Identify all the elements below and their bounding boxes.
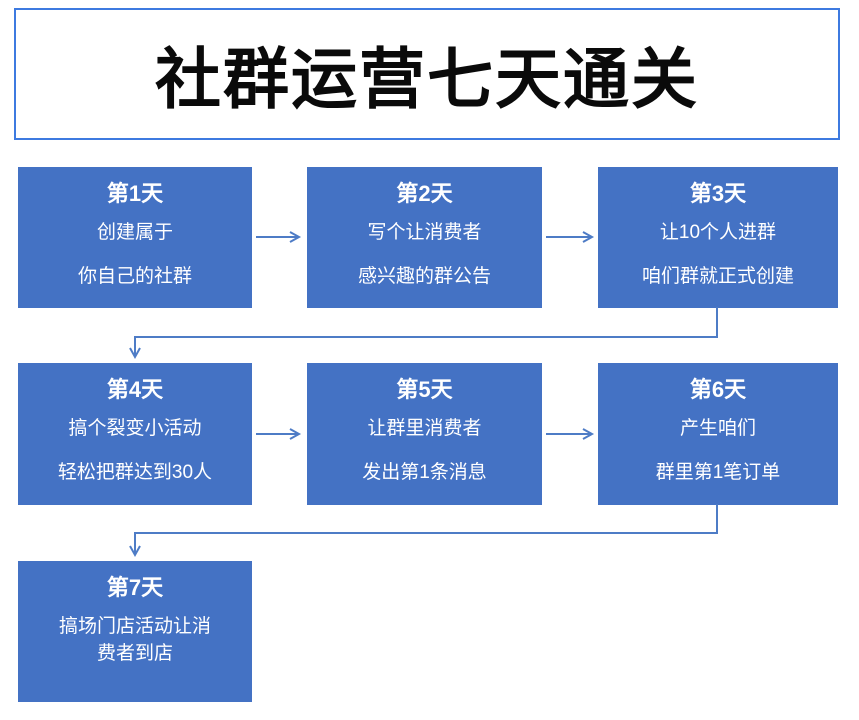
diagram-title-box: 社群运营七天通关	[14, 8, 840, 140]
day-box-7: 第7天 搞场门店活动让消 费者到店	[18, 561, 252, 702]
day-5-heading: 第5天	[396, 377, 453, 402]
diagram-title: 社群运营七天通关	[155, 42, 699, 116]
day-1-line-2: 你自己的社群	[77, 266, 192, 287]
day-6-heading: 第6天	[689, 377, 747, 402]
day-2-line-1: 写个让消费者	[367, 222, 482, 243]
day-2-heading: 第2天	[396, 181, 453, 206]
day-2-line-2: 感兴趣的群公告	[357, 266, 491, 287]
day-box-5: 第5天 让群里消费者 发出第1条消息	[307, 363, 542, 505]
day-3-line-1: 让10个人进群	[659, 222, 777, 243]
flow-connector-6-7	[129, 504, 718, 558]
day-7-line-1: 搞场门店活动让消	[58, 616, 211, 637]
day-7-body: 搞场门店活动让消 费者到店	[59, 613, 211, 667]
day-box-4: 第4天 搞个裂变小活动 轻松把群达到30人	[18, 363, 252, 505]
day-6-line-2: 群里第1笔订单	[655, 462, 781, 483]
day-box-1: 第1天 创建属于 你自己的社群	[18, 167, 252, 308]
day-4-line-2: 轻松把群达到30人	[57, 462, 213, 483]
day-1-heading: 第1天	[106, 181, 164, 206]
day-5-line-2: 发出第1条消息	[362, 462, 487, 483]
day-5-line-1: 让群里消费者	[367, 418, 482, 439]
flow-connector-3-4	[129, 307, 718, 360]
day-7-line-2: 费者到店	[96, 643, 173, 664]
day-1-line-1: 创建属于	[96, 222, 173, 243]
day-7-heading: 第7天	[106, 575, 164, 600]
day-4-line-1: 搞个裂变小活动	[68, 418, 202, 439]
day-6-line-1: 产生咱们	[679, 418, 756, 439]
day-3-line-2: 咱们群就正式创建	[641, 266, 794, 287]
day-box-3: 第3天 让10个人进群 咱们群就正式创建	[598, 167, 838, 308]
day-box-6: 第6天 产生咱们 群里第1笔订单	[598, 363, 838, 505]
day-3-heading: 第3天	[689, 181, 747, 206]
day-4-heading: 第4天	[106, 377, 164, 402]
day-box-2: 第2天 写个让消费者 感兴趣的群公告	[307, 167, 542, 308]
